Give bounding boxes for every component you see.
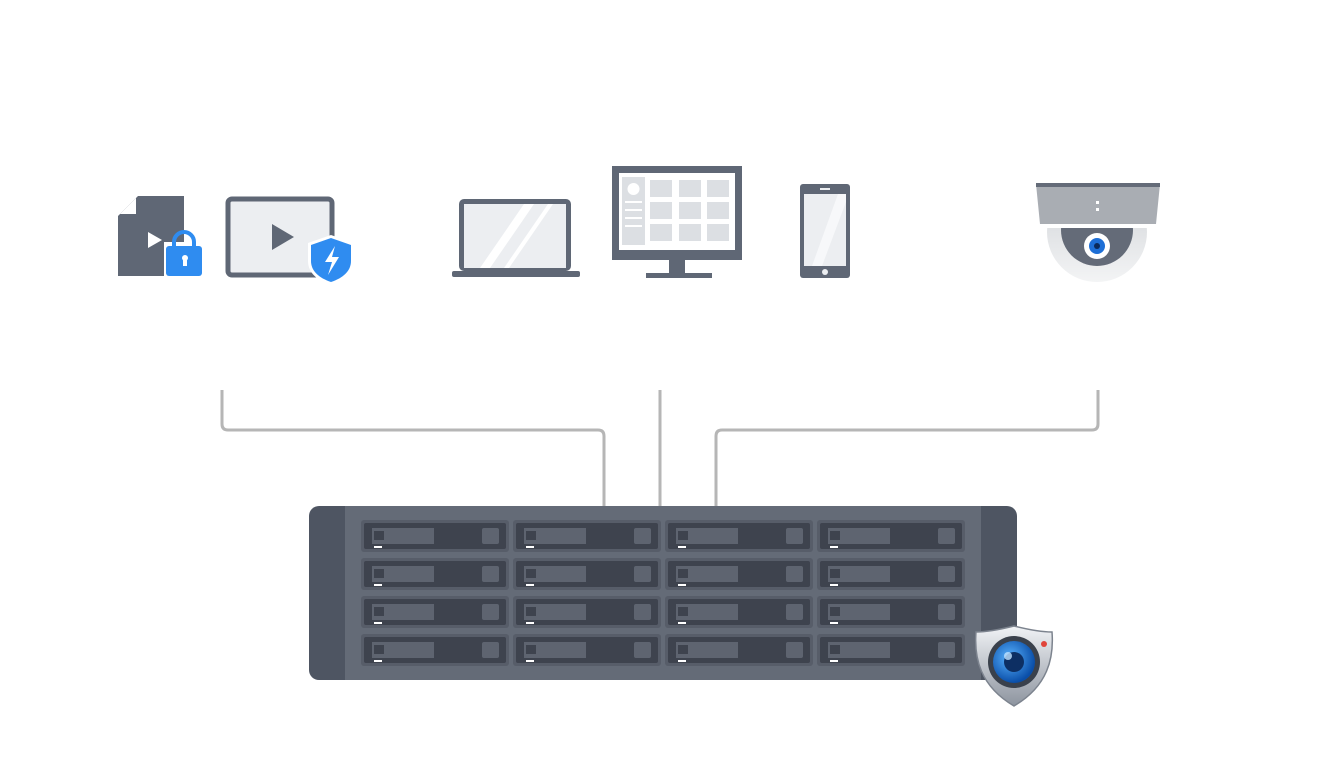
- drive-bay: [513, 634, 661, 666]
- laptop-icon: [450, 196, 582, 280]
- drive-bay: [665, 596, 813, 628]
- drive-bay: [513, 520, 661, 552]
- protected-video-icon: [222, 193, 357, 285]
- connector-right: [714, 390, 1100, 508]
- drive-bay: [817, 634, 965, 666]
- surveillance-station-badge-icon: [974, 624, 1056, 708]
- encrypted-file-icon: [110, 190, 210, 285]
- drive-bay: [361, 520, 509, 552]
- drive-bay: [817, 596, 965, 628]
- drive-bay: [817, 520, 965, 552]
- drive-bay: [361, 558, 509, 590]
- drive-bay: [665, 558, 813, 590]
- drive-bay: [665, 634, 813, 666]
- surveillance-camera-icon: [1032, 180, 1164, 284]
- drive-bay: [817, 558, 965, 590]
- desktop-monitor-icon: [610, 163, 746, 281]
- smartphone-icon: [798, 182, 854, 282]
- drive-bay: [513, 558, 661, 590]
- drive-bay: [513, 596, 661, 628]
- connector-left: [220, 390, 606, 508]
- drive-bay: [361, 596, 509, 628]
- drive-bay: [665, 520, 813, 552]
- nas-server-icon: [308, 505, 1018, 681]
- drive-bay: [361, 634, 509, 666]
